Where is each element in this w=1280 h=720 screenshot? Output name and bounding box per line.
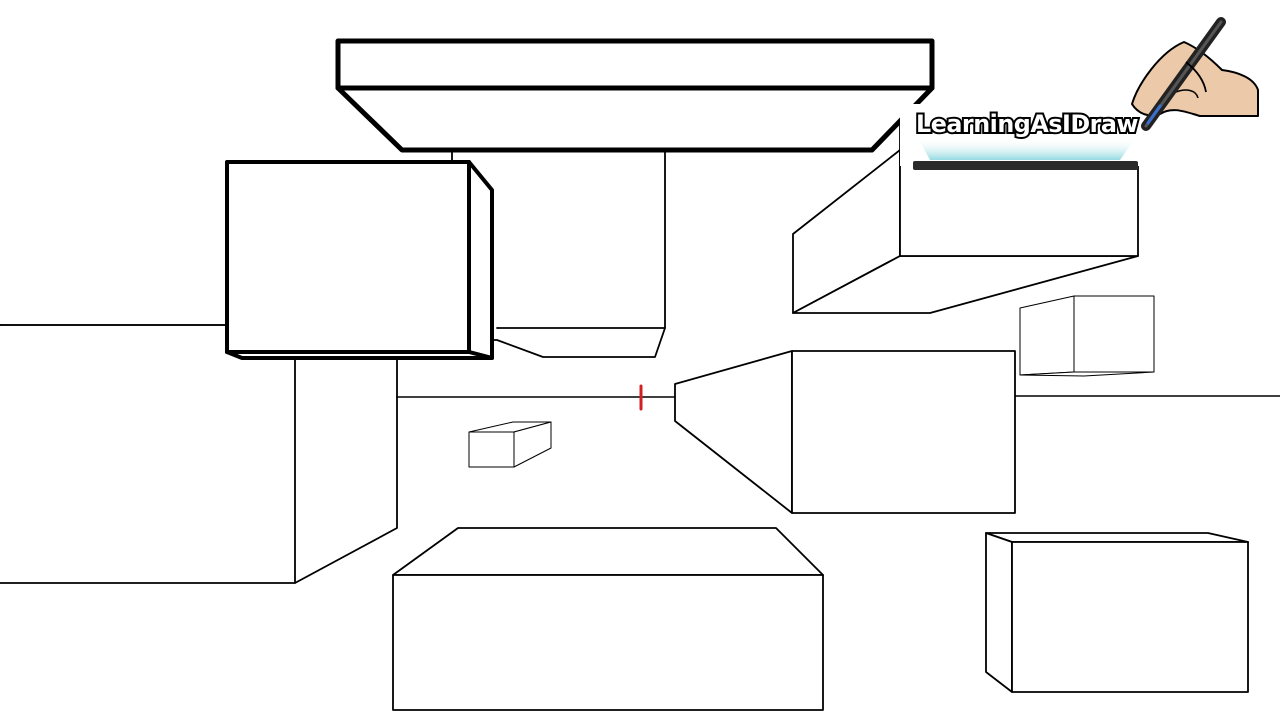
upper-right-box: [792, 121, 1139, 314]
small-right-cube: [1019, 295, 1155, 377]
logo-underline-bar: [913, 161, 1138, 170]
logo-glow: [918, 138, 1135, 160]
bottom-center-box: [392, 527, 824, 711]
channel-logo: LearningAsIDraw: [900, 17, 1259, 170]
small-left-box: [468, 421, 552, 468]
center-right-box: [674, 350, 1016, 514]
hand-with-pen-icon: [1131, 17, 1259, 131]
top-slab-box: [335, 38, 935, 153]
bottom-right-box: [985, 532, 1249, 693]
logo-text: LearningAsIDraw: [916, 110, 1138, 138]
left-wall-box: [0, 324, 398, 584]
upper-left-cube: [225, 160, 494, 360]
